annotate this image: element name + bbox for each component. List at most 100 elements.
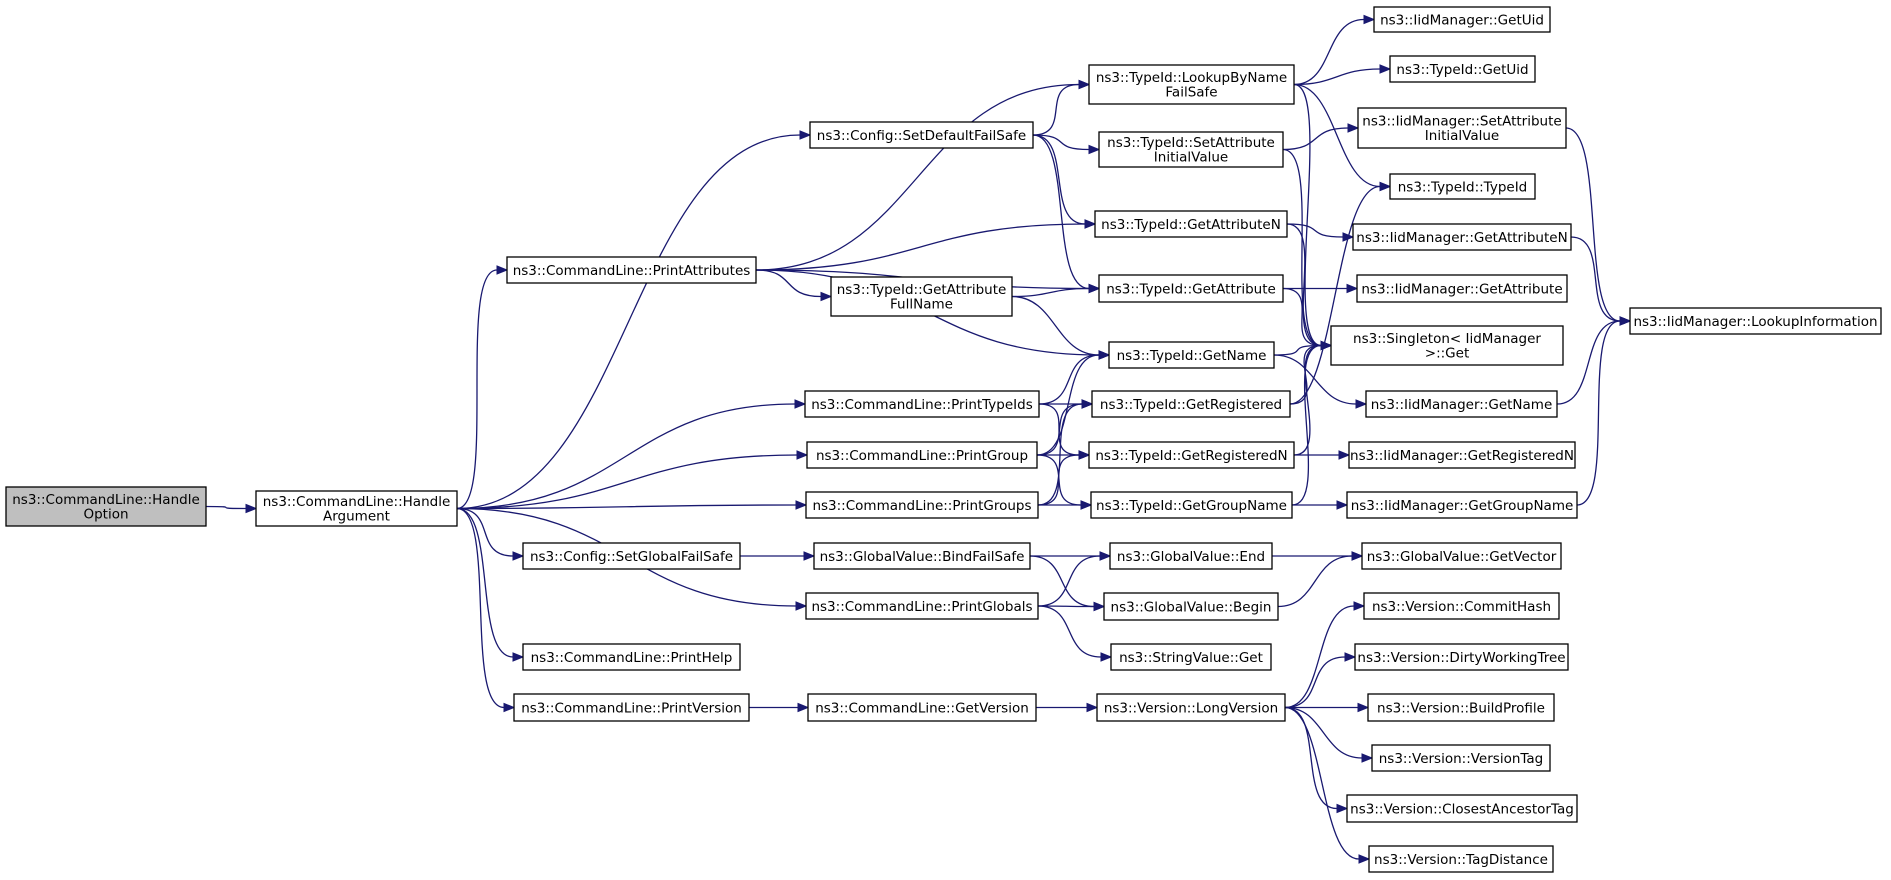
edge-handle-argument-to-config-set-global-fail-safe [456,507,525,561]
node-get-version[interactable]: ns3::CommandLine::GetVersion [807,693,1037,722]
edge-print-globals-to-gv-end [1037,551,1112,607]
node-config-set-global-fail-safe[interactable]: ns3::Config::SetGlobalFailSafe [522,542,741,570]
edge-print-groups-to-typeid-get-group-name [1038,500,1093,510]
node-typeid-get-registered[interactable]: ns3::TypeId::GetRegistered [1091,390,1291,418]
node-label: ns3::Version::LongVersion [1104,700,1278,716]
node-box [513,693,750,722]
edge-print-group-to-typeid-get-registered [1036,399,1094,456]
node-label: ns3::IidManager::GetAttributeN [1356,230,1567,246]
node-config-set-default-fail-safe[interactable]: ns3::Config::SetDefaultFailSafe [809,121,1034,149]
node-version-commit-hash[interactable]: ns3::Version::CommitHash [1363,592,1560,620]
node-typeid-get-attribute[interactable]: ns3::TypeId::GetAttribute [1098,274,1284,303]
node-label: ns3::Version::ClosestAncestorTag [1350,801,1574,817]
node-print-group[interactable]: ns3::CommandLine::PrintGroup [806,441,1038,469]
node-box [1088,64,1295,105]
node-box [1352,223,1572,251]
node-box [1094,210,1288,238]
node-box [1109,542,1273,570]
node-version-version-tag[interactable]: ns3::Version::VersionTag [1371,744,1551,772]
node-gv-bind-fail-safe[interactable]: ns3::GlobalValue::BindFailSafe [813,542,1031,570]
node-version-tag-distance[interactable]: ns3::Version::TagDistance [1368,845,1554,873]
node-print-help[interactable]: ns3::CommandLine::PrintHelp [522,643,741,671]
node-typeid-get-attribute-n[interactable]: ns3::TypeId::GetAttributeN [1094,210,1288,238]
node-gv-get-vector[interactable]: ns3::GlobalValue::GetVector [1361,542,1562,570]
edge-version-long-version-to-version-dirty-working-tree [1284,652,1357,709]
node-iid-get-group-name[interactable]: ns3::IidManager::GetGroupName [1346,491,1578,519]
edge-handle-argument-to-print-groups [456,500,808,510]
edge-config-set-default-fail-safe-to-typeid-set-attribute-initial-value [1032,134,1101,155]
node-label: ns3::CommandLine::PrintGlobals [811,599,1032,615]
node-iid-get-name[interactable]: ns3::IidManager::GetName [1365,390,1558,418]
edge-get-version-to-version-long-version [1036,702,1099,713]
node-version-build-profile[interactable]: ns3::Version::BuildProfile [1367,693,1555,722]
node-label: ns3::Version::TagDistance [1374,852,1548,868]
edge-typeid-get-registered-n-to-singleton-get [1293,340,1333,456]
node-box [1090,491,1293,519]
edge-config-set-default-fail-safe-to-typeid-lookup-by-name-fail-safe [1032,79,1091,136]
node-box [1108,341,1275,369]
node-gv-begin[interactable]: ns3::GlobalValue::Begin [1103,592,1279,621]
node-version-closest-ancestor-tag[interactable]: ns3::Version::ClosestAncestorTag [1346,794,1578,823]
node-print-version[interactable]: ns3::CommandLine::PrintVersion [513,693,750,722]
edge-print-attributes-to-typeid-lookup-by-name-fail-safe [755,79,1091,271]
node-label: ns3::CommandLine::PrintGroup [816,448,1028,464]
node-box [1348,441,1576,469]
node-label: ns3::CommandLine::Handle [263,494,451,510]
node-print-attributes[interactable]: ns3::CommandLine::PrintAttributes [506,256,757,284]
node-iid-set-attribute-initial-value[interactable]: ns3::IidManager::SetAttributeInitialValu… [1357,107,1567,149]
node-box [522,643,741,671]
node-box [522,542,741,570]
node-print-globals[interactable]: ns3::CommandLine::PrintGlobals [805,592,1039,620]
node-label: ns3::TypeId::GetName [1117,348,1267,364]
node-typeid-typeid[interactable]: ns3::TypeId::TypeId [1389,173,1536,200]
node-box [1356,274,1568,303]
node-iid-get-attribute-n[interactable]: ns3::IidManager::GetAttributeN [1352,223,1572,251]
node-box [1363,592,1560,620]
edge-typeid-get-name-to-iid-get-name [1273,354,1368,409]
node-label: ns3::IidManager::GetAttribute [1361,281,1562,297]
edge-iid-get-attribute-n-to-iid-lookup-information [1570,236,1632,326]
edge-print-attributes-to-typeid-get-attribute-full-name [755,269,833,302]
node-iid-get-registered-n[interactable]: ns3::IidManager::GetRegisteredN [1348,441,1576,469]
node-version-long-version[interactable]: ns3::Version::LongVersion [1096,693,1286,722]
node-label: ns3::TypeId::GetUid [1396,62,1528,78]
node-typeid-get-uid[interactable]: ns3::TypeId::GetUid [1389,55,1536,83]
node-iid-get-attribute[interactable]: ns3::IidManager::GetAttribute [1356,274,1568,303]
edge-handle-argument-to-print-group [456,450,809,510]
node-box [1098,274,1284,303]
node-box [1098,131,1284,168]
node-gv-end[interactable]: ns3::GlobalValue::End [1109,542,1273,570]
node-box [1389,55,1536,83]
node-label: ns3::GlobalValue::End [1117,549,1265,565]
node-typeid-get-group-name[interactable]: ns3::TypeId::GetGroupName [1090,491,1293,519]
node-typeid-get-name[interactable]: ns3::TypeId::GetName [1108,341,1275,369]
node-label: ns3::IidManager::GetUid [1380,12,1544,28]
edge-print-group-to-typeid-get-group-name [1036,454,1093,510]
node-print-type-ids[interactable]: ns3::CommandLine::PrintTypeIds [804,390,1040,418]
edge-config-set-default-fail-safe-to-typeid-get-attribute-n [1032,134,1097,229]
node-label: ns3::TypeId::GetGroupName [1096,498,1287,514]
edge-print-globals-to-gv-begin [1037,601,1106,612]
node-iid-lookup-information[interactable]: ns3::IidManager::LookupInformation [1629,307,1882,335]
node-string-value-get[interactable]: ns3::StringValue::Get [1110,643,1272,671]
edge-print-version-to-get-version [749,702,810,713]
node-label: ns3::Version::VersionTag [1379,751,1544,767]
node-singleton-get[interactable]: ns3::Singleton< IidManager>::Get [1330,325,1564,366]
node-print-groups[interactable]: ns3::CommandLine::PrintGroups [805,491,1039,519]
edge-typeid-get-registered-n-to-iid-get-registered-n [1293,450,1351,460]
node-label: ns3::CommandLine::PrintTypeIds [811,397,1033,413]
node-box [1365,390,1558,418]
edge-handle-argument-to-print-help [456,507,525,662]
edge-iid-get-group-name-to-iid-lookup-information [1576,316,1632,506]
node-box [1330,325,1564,366]
node-iid-get-uid[interactable]: ns3::IidManager::GetUid [1373,6,1551,33]
node-box [1346,794,1578,823]
node-version-dirty-working-tree[interactable]: ns3::Version::DirtyWorkingTree [1354,643,1569,671]
node-box [1091,390,1291,418]
node-typeid-get-registered-n[interactable]: ns3::TypeId::GetRegisteredN [1088,441,1295,469]
